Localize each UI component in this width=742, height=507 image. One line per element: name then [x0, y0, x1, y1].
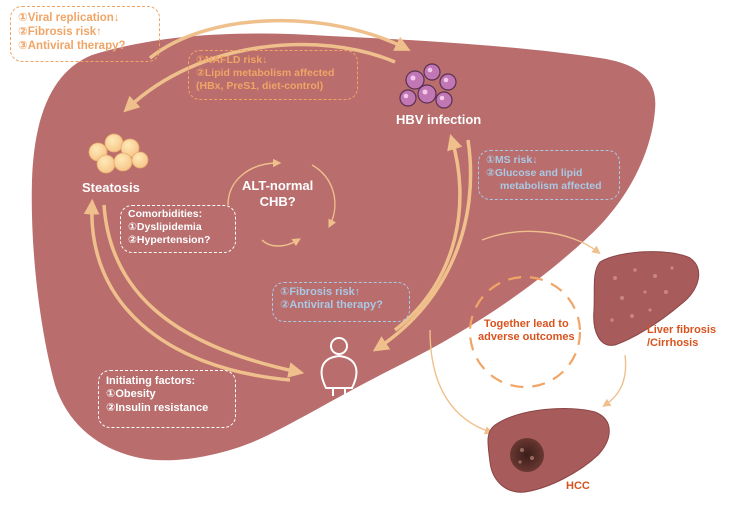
initiating-text: Initiating factors: ①Obesity ②Insulin re…	[106, 375, 208, 415]
liver-fibrosis-line-1: Liver fibrosis	[647, 324, 717, 336]
arrow-steatosis-to-ms	[102, 204, 305, 378]
arrow-hbv-to-ms	[372, 139, 473, 352]
liver-fibrosis-label: Liver fibrosis /Cirrhosis	[647, 324, 716, 351]
center-arrow-1	[227, 158, 282, 206]
arrow-to-fibrosis	[481, 230, 601, 255]
center-arrow-2	[311, 164, 337, 229]
center-line-1: ALT-normal	[242, 178, 314, 193]
nafld-box	[188, 50, 358, 100]
comorbidities-box	[120, 205, 236, 253]
nafld-line-3: (HBx, PreS1, diet-control)	[196, 79, 324, 92]
initiating-line-3: ②Insulin resistance	[106, 401, 209, 414]
arrow-top-hbv	[148, 18, 411, 60]
ms-risk-line-2: ②Glucose and lipid	[486, 166, 583, 179]
top-left-line-3: ③Antiviral therapy?	[18, 40, 126, 53]
outcome-text: Together lead to adverse outcomes	[478, 318, 575, 345]
fibrosis-risk-line-2: ②Antiviral therapy?	[280, 299, 383, 312]
top-left-box	[10, 6, 160, 62]
top-left-line-2: ②Fibrosis risk↑	[18, 26, 102, 39]
fibrotic-liver-icon	[593, 251, 700, 346]
nafld-line-2: ②Lipid metabolism affected	[196, 66, 335, 79]
ms-risk-line-3: metabolism affected	[500, 179, 602, 192]
comorbidities-text: Comorbidities: ①Dyslipidemia ②Hypertensi…	[128, 208, 210, 246]
arrow-to-hcc	[429, 329, 494, 435]
virus-icon	[399, 63, 457, 109]
comorbidities-line-2: ①Dyslipidemia	[128, 220, 202, 233]
hcc-label: HCC	[566, 480, 590, 492]
hcc-liver-icon	[487, 408, 610, 493]
arrow-ms-to-hbv	[393, 133, 463, 332]
hbv-label: HBV infection	[396, 112, 482, 127]
center-arrow-3	[261, 238, 301, 247]
top-left-box-text: ①Viral replication↓ ②Fibrosis risk↑ ③Ant…	[18, 11, 126, 53]
fibrosis-risk-box	[272, 282, 410, 322]
arrow-fibrosis-to-hcc	[602, 354, 627, 407]
center-question: ALT-normal CHB?	[242, 178, 313, 210]
center-line-2: CHB?	[259, 193, 296, 209]
comorbidities-line-3: ②Hypertension?	[128, 233, 211, 246]
person-obesity-icon	[320, 337, 358, 396]
fibrosis-risk-text: ①Fibrosis risk↑ ②Antiviral therapy?	[280, 286, 383, 313]
fibrosis-risk-line-1: ①Fibrosis risk↑	[280, 286, 361, 298]
outcome-line-2: adverse outcomes	[478, 331, 575, 344]
fat-cells-icon	[88, 133, 149, 174]
initiating-box	[98, 370, 236, 428]
initiating-line-1: Initiating factors:	[106, 375, 196, 387]
initiating-line-2: ①Obesity	[106, 388, 156, 401]
ms-label: MS	[328, 402, 348, 417]
outcome-circle	[468, 275, 582, 389]
nafld-box-text: ①NAFLD risk↓ ②Lipid metabolism affected …	[196, 54, 334, 92]
ms-risk-box-text: ①MS risk↓ ②Glucose and lipid metabolism …	[486, 154, 602, 192]
top-left-line-1: ①Viral replication↓	[18, 12, 120, 24]
arrow-hbv-to-steatosis	[123, 42, 396, 113]
comorbidities-line-1: Comorbidities:	[128, 208, 203, 220]
steatosis-label: Steatosis	[82, 180, 140, 195]
arrow-ms-to-steatosis	[83, 198, 291, 382]
ms-risk-box	[478, 150, 620, 200]
outcome-line-1: Together lead to	[483, 318, 569, 330]
ms-risk-line-1: ①MS risk↓	[486, 154, 538, 166]
liver-fibrosis-line-2: /Cirrhosis	[647, 337, 699, 350]
nafld-line-1: ①NAFLD risk↓	[196, 54, 268, 66]
